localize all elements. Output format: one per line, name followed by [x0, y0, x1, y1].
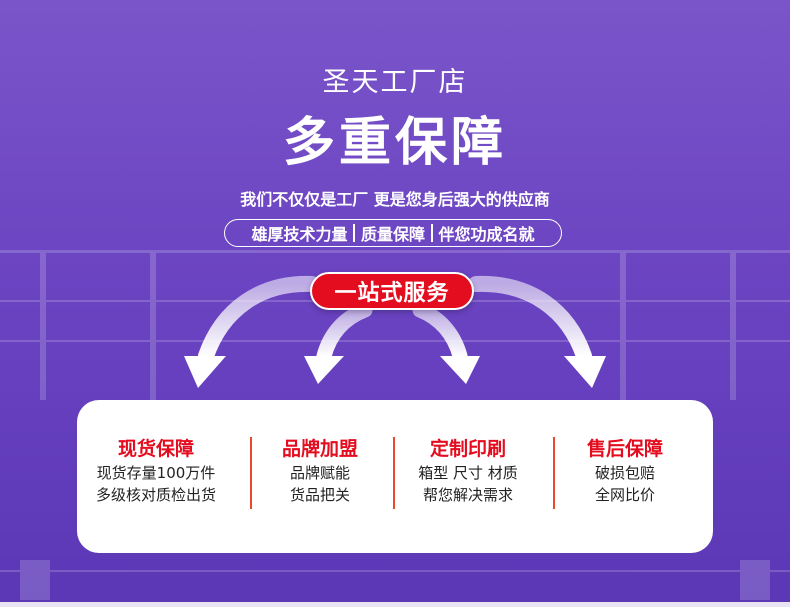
arrow-down-left-icon	[184, 275, 320, 388]
feature-title: 定制印刷	[429, 438, 506, 460]
feature-line: 多级核对质检出货	[95, 486, 216, 504]
arrow-down-right-icon	[468, 275, 606, 388]
feature-divider	[250, 437, 252, 509]
strengths-pill: 雄厚技术力量 质量保障 伴您功成名就	[224, 219, 562, 247]
feature-line: 货品把关	[289, 486, 350, 504]
features-card: 现货保障 现货存量100万件 多级核对质检出货 品牌加盟 品牌赋能 货品把关 定…	[77, 400, 713, 553]
feature-line: 现货存量100万件	[96, 464, 216, 482]
feature-title: 售后保障	[586, 438, 663, 460]
feature-title: 现货保障	[117, 438, 194, 460]
page-title: 多重保障	[282, 113, 507, 173]
pill-item: 伴您功成名就	[438, 225, 535, 244]
tagline: 我们不仅仅是工厂 更是您身后强大的供应商	[240, 190, 550, 209]
arrow-down-left-icon	[304, 302, 373, 384]
feature-line: 箱型 尺寸 材质	[418, 464, 518, 482]
feature-line: 帮您解决需求	[422, 486, 513, 504]
feature-custom-print: 定制印刷 箱型 尺寸 材质 帮您解决需求	[393, 436, 543, 506]
arrow-down-right-icon	[412, 302, 480, 384]
curved-arrows	[184, 275, 606, 388]
feature-line: 破损包赔	[594, 464, 655, 482]
pill-item: 质量保障	[360, 225, 425, 244]
feature-line: 品牌赋能	[289, 464, 350, 482]
store-name: 圣天工厂店	[322, 67, 468, 98]
feature-title: 品牌加盟	[281, 438, 358, 460]
feature-divider	[393, 437, 395, 509]
feature-line: 全网比价	[594, 486, 655, 504]
bottom-strip	[0, 602, 790, 607]
feature-divider	[553, 437, 555, 509]
feature-brand: 品牌加盟 品牌赋能 货品把关	[245, 436, 395, 506]
feature-stock: 现货保障 现货存量100万件 多级核对质检出货	[81, 436, 231, 506]
feature-after-sales: 售后保障 破损包赔 全网比价	[550, 436, 700, 506]
pill-item: 雄厚技术力量	[251, 225, 348, 244]
pill-separator	[353, 224, 355, 242]
pill-separator	[431, 224, 433, 242]
one-stop-service-badge: 一站式服务	[310, 272, 474, 310]
